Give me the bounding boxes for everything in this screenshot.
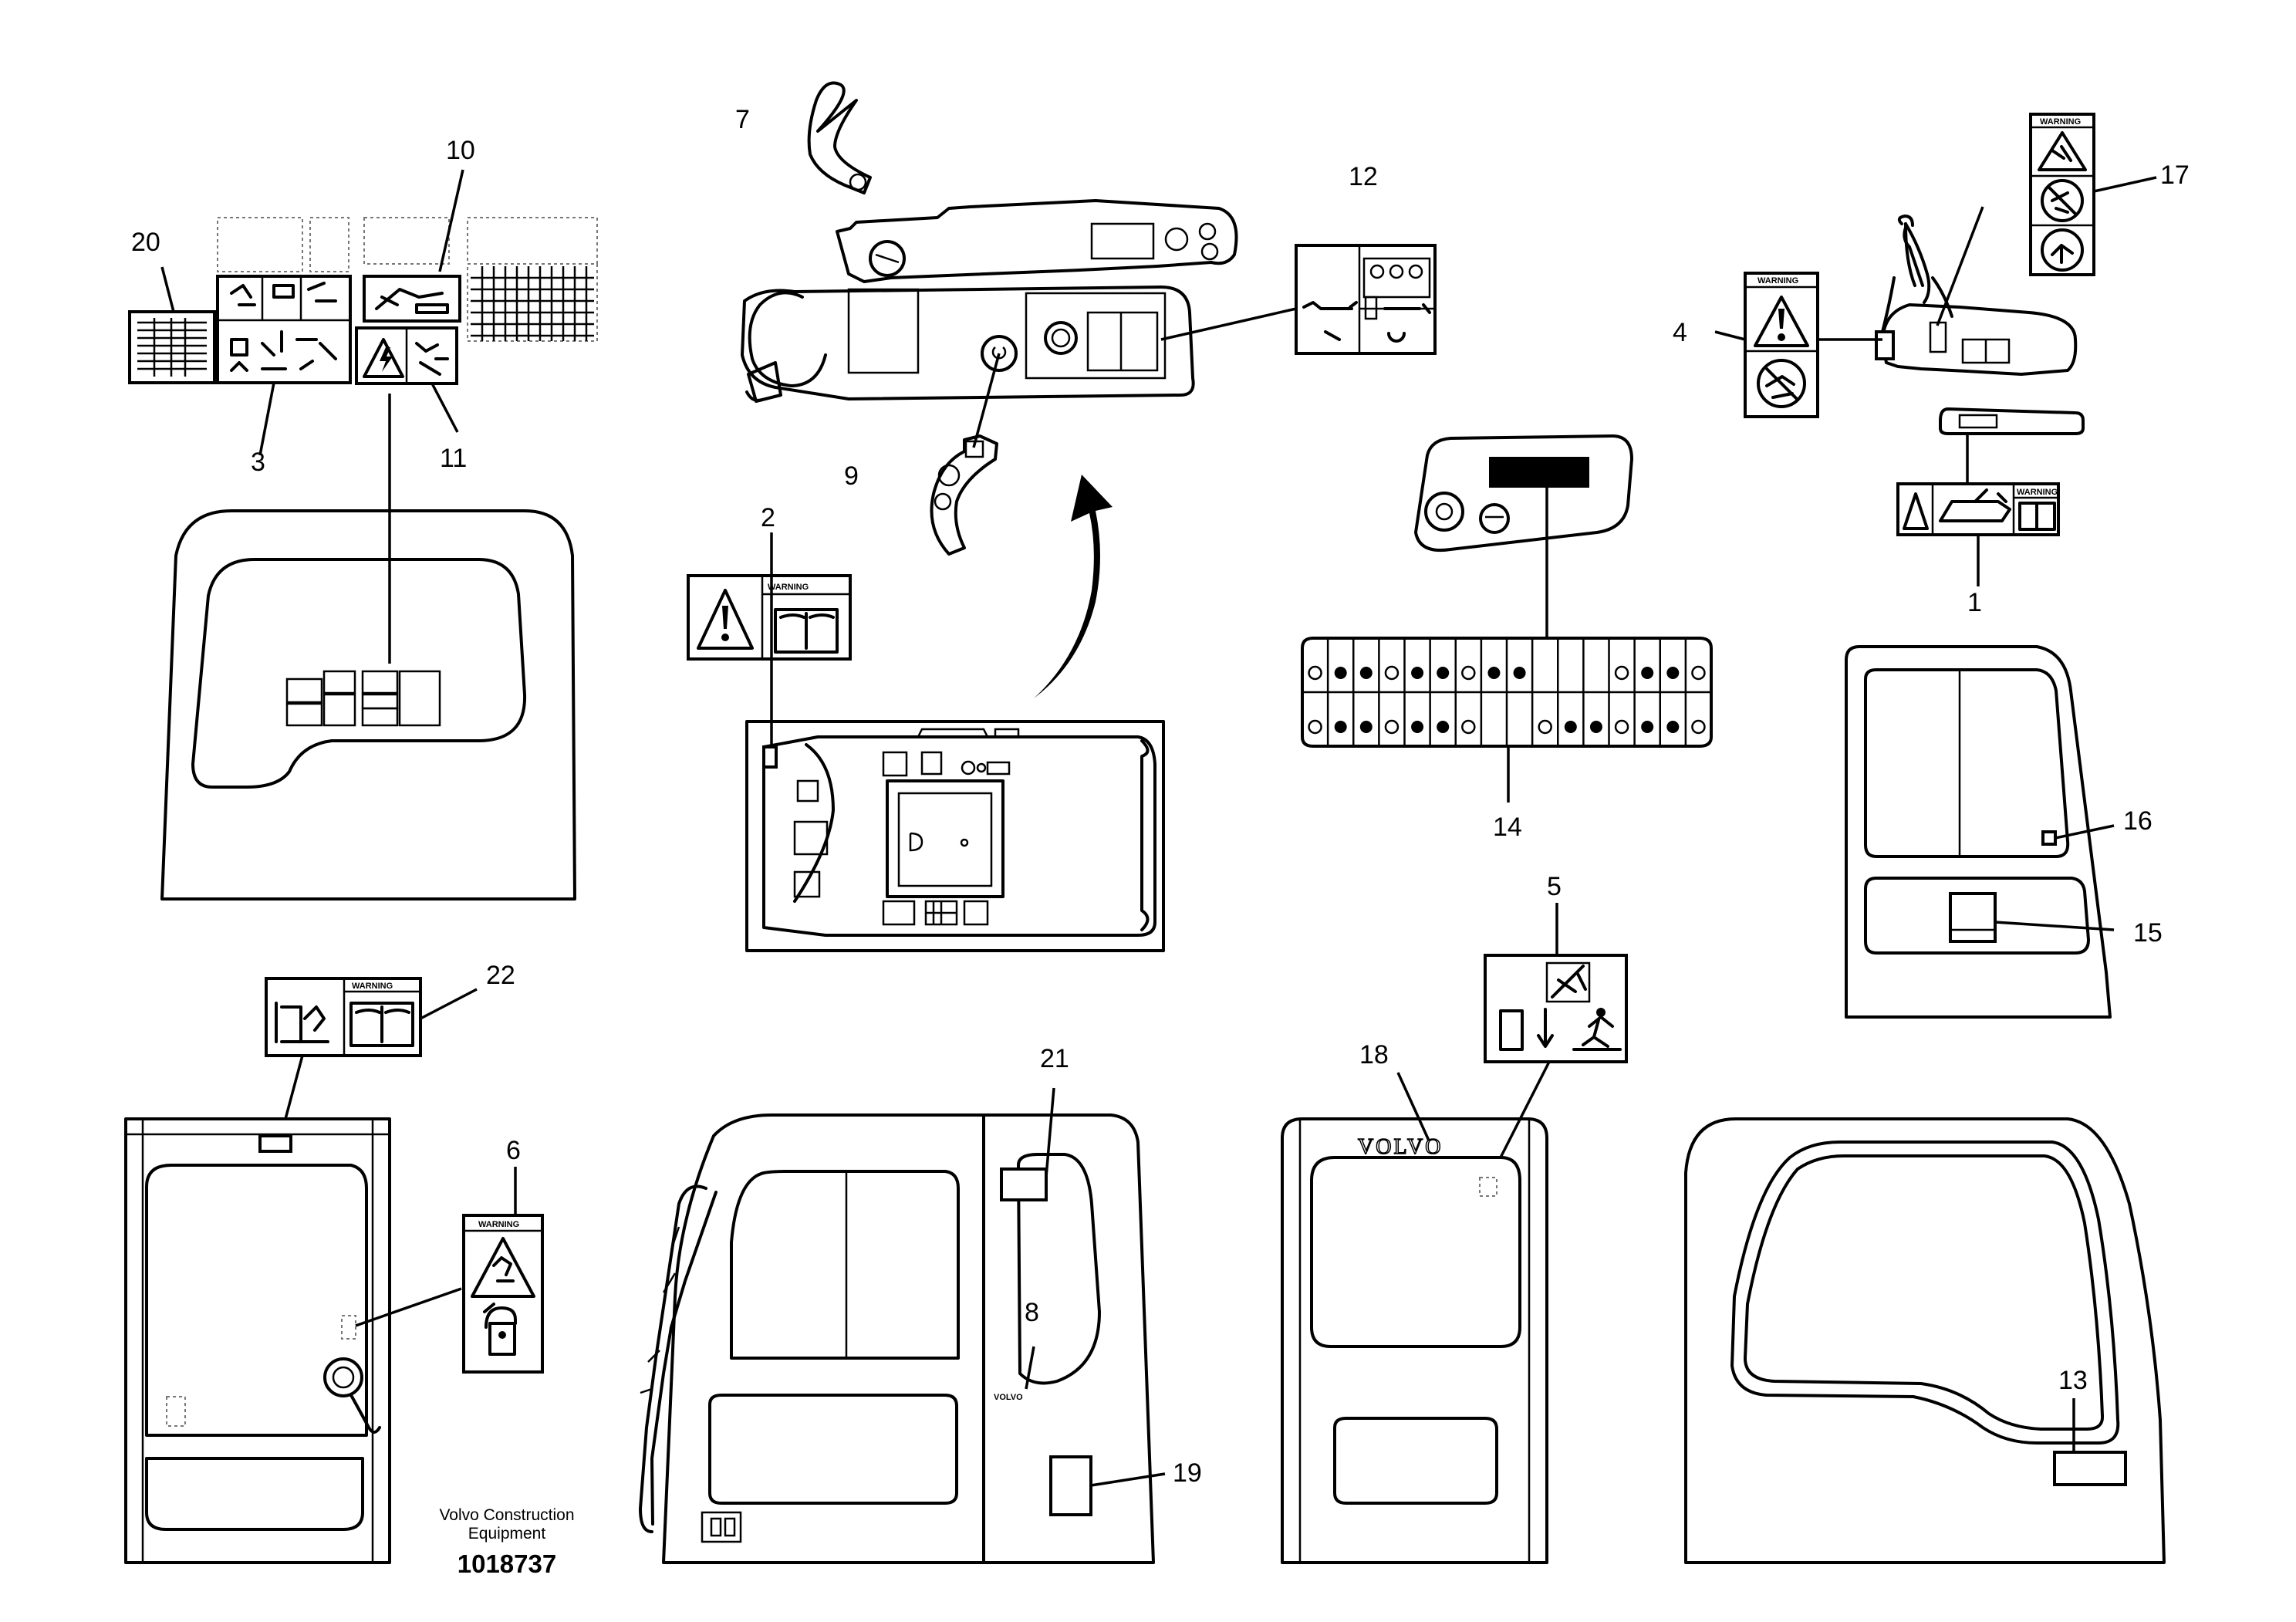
- callout-1: 1: [1967, 588, 1982, 617]
- decal-5-emergency-exit: [1484, 903, 1628, 1158]
- callout-7: 7: [735, 105, 750, 134]
- logo-text-8: VOLVO: [994, 1393, 1023, 1402]
- strip-symbol-icon: [1513, 667, 1526, 679]
- strip-symbol-icon: [1641, 667, 1654, 679]
- callout-15: 15: [2133, 918, 2163, 948]
- strip-symbol-icon: [1437, 721, 1450, 733]
- strip-symbol-icon: [1308, 665, 1322, 681]
- strip-symbol-icon: [1461, 719, 1476, 735]
- strip-symbol-icon: [1666, 721, 1680, 733]
- decal-12-switch-plate: [1160, 244, 1437, 355]
- callout-17: 17: [2160, 161, 2190, 190]
- strip-symbol-icon: [1538, 719, 1552, 735]
- callout-19: 19: [1173, 1458, 1202, 1488]
- callout-labels: 1 2 3 4 5 6 7 8 9 10 11 12 13 14 15 16 1…: [131, 105, 2190, 1488]
- warning-text-22: WARNING: [352, 982, 393, 991]
- callout-5: 5: [1547, 872, 1562, 901]
- strip-symbol-icon: [1641, 721, 1654, 733]
- strip-symbol-icon: [1411, 721, 1424, 733]
- strip-symbol-icon: [1564, 721, 1577, 733]
- strip-symbol-icon: [1589, 721, 1602, 733]
- console-assembly: [741, 81, 1238, 698]
- cab-plan-view: [745, 720, 1165, 952]
- callout-14: 14: [1493, 813, 1522, 842]
- decal-2-warning-manual: WARNING: [687, 532, 852, 747]
- cab-rear-window-view: [160, 509, 576, 901]
- callout-9: 9: [844, 461, 859, 491]
- strip-symbol-icon: [1384, 719, 1400, 735]
- callout-8: 8: [1025, 1298, 1039, 1327]
- warning-text-6: WARNING: [478, 1220, 519, 1229]
- strip-symbol-icon: [1691, 665, 1706, 681]
- strip-symbol-icon: [1359, 721, 1373, 733]
- credit-line-2: Equipment: [468, 1525, 546, 1543]
- decal-10-machine-warning: [363, 275, 461, 323]
- callout-10: 10: [446, 136, 475, 165]
- switch-panel-view: [1414, 434, 1633, 638]
- callout-16: 16: [2123, 806, 2152, 836]
- callout-12: 12: [1349, 162, 1378, 191]
- dotted-grid: [471, 266, 594, 341]
- callout-18: 18: [1359, 1040, 1389, 1070]
- strip-symbol-icon: [1308, 719, 1322, 735]
- decal-11-electrical-warning: [355, 326, 458, 385]
- volvo-logo-18: VOLVO: [1358, 1135, 1443, 1159]
- callout-3: 3: [251, 448, 265, 477]
- cab-rear-door-view: [124, 1117, 462, 1564]
- part-number: 1018737: [458, 1549, 556, 1578]
- credit-block: Volvo Construction Equipment 1018737: [439, 1506, 574, 1578]
- cab-left-side-view: VOLVO: [639, 1087, 1166, 1564]
- callout-20: 20: [131, 228, 160, 257]
- callout-2: 2: [761, 503, 775, 532]
- warning-text-4: WARNING: [1757, 276, 1798, 286]
- right-console-assembly: [1818, 206, 2085, 492]
- decal-17-vertical-warning: WARNING: [2029, 113, 2157, 276]
- warning-text-1: WARNING: [2017, 488, 2058, 497]
- warning-text-2: WARNING: [768, 583, 809, 592]
- cab-right-window-view: [1845, 645, 2115, 1019]
- decal-20-info-plate: [128, 310, 216, 384]
- strip-symbol-icon: [1691, 719, 1706, 735]
- strip-symbol-icon: [1437, 667, 1450, 679]
- cab-rear-view-volvo: VOLVO: [1281, 1072, 1548, 1564]
- strip-symbol-icon: [1334, 721, 1347, 733]
- warning-text-17: WARNING: [2040, 117, 2081, 127]
- callout-21: 21: [1040, 1044, 1069, 1073]
- callout-22: 22: [486, 961, 515, 990]
- strip-symbol-icon: [1666, 667, 1680, 679]
- decal-3-symbol-sheet: [216, 275, 352, 384]
- strip-symbol-icon: [1461, 665, 1476, 681]
- callout-6: 6: [506, 1136, 521, 1165]
- callout-13: 13: [2058, 1366, 2088, 1395]
- cab-right-side-view: [1684, 1117, 2166, 1564]
- decal-4-warning: WARNING: [1714, 272, 1819, 418]
- decal-14-symbol-strip: [1301, 637, 1713, 803]
- callout-4: 4: [1673, 318, 1687, 347]
- decal-cluster-top-left: [128, 169, 598, 664]
- strip-symbol-icon: [1487, 667, 1501, 679]
- callout-11: 11: [440, 444, 467, 473]
- decal-22-warning-manual: WARNING: [265, 977, 478, 1120]
- strip-symbol-icon: [1411, 667, 1424, 679]
- strip-symbol-icon: [1384, 665, 1400, 681]
- credit-line-1: Volvo Construction: [439, 1506, 574, 1524]
- strip-symbol-icon: [1614, 665, 1629, 681]
- strip-symbol-icon: [1359, 667, 1373, 679]
- strip-symbol-icon: [1614, 719, 1629, 735]
- decal-6-warning-lock: WARNING: [462, 1167, 544, 1374]
- strip-symbol-icon: [1334, 667, 1347, 679]
- decal-1-warning-strip: WARNING: [1896, 482, 2060, 586]
